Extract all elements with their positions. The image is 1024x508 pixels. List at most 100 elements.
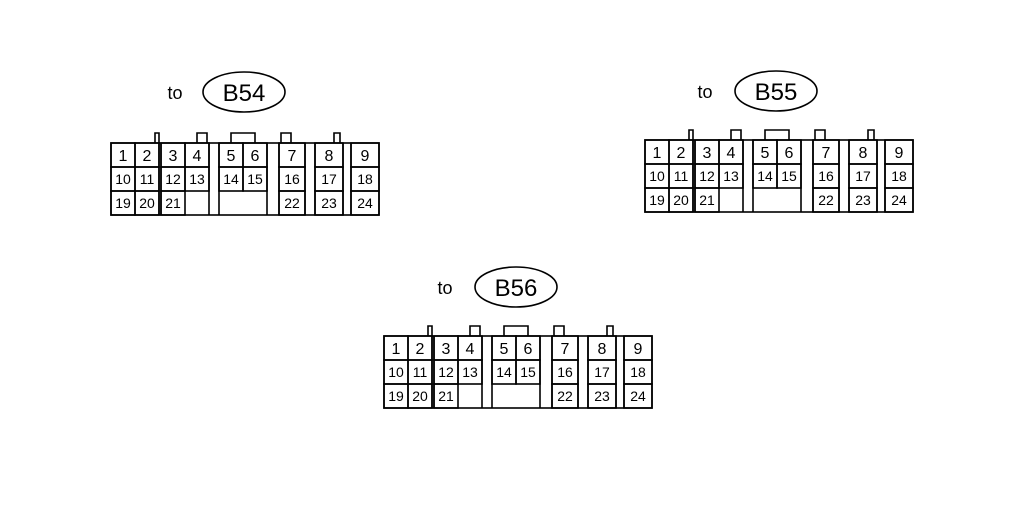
pin-cell-21 [433, 383, 459, 409]
pin-number: 20 [673, 192, 689, 208]
pin-cell-20 [134, 190, 160, 216]
pin-number: 22 [818, 192, 834, 208]
pin-number: 12 [165, 171, 181, 187]
pin-cell-24 [623, 383, 653, 409]
pin-number: 13 [462, 364, 478, 380]
pin-number: 3 [169, 148, 178, 165]
pin-number: 9 [634, 341, 643, 358]
pin-number: 19 [388, 388, 404, 404]
locking-tab [730, 129, 742, 140]
locking-tab [867, 129, 875, 140]
pin-cell-22 [278, 190, 306, 216]
pin-number: 23 [321, 195, 337, 211]
pin-number: 22 [557, 388, 573, 404]
pin-number: 14 [496, 364, 512, 380]
pin-number: 9 [361, 148, 370, 165]
pin-number: 8 [859, 145, 868, 162]
connector-prefix-label: to [697, 82, 712, 102]
pin-cell-23 [587, 383, 617, 409]
locking-tab [230, 132, 256, 143]
pin-cell-21 [694, 187, 720, 213]
pin-number: 15 [247, 171, 263, 187]
pin-number: 10 [115, 171, 131, 187]
connector-name-label: B54 [223, 80, 266, 107]
locking-tab [688, 129, 694, 140]
pin-number: 16 [284, 171, 300, 187]
pin-number: 6 [785, 145, 794, 162]
connector-name-label: B56 [495, 275, 538, 302]
connector-prefix-label: to [437, 278, 452, 298]
pin-number: 12 [699, 168, 715, 184]
pin-number: 16 [557, 364, 573, 380]
pin-number: 12 [438, 364, 454, 380]
pin-number: 21 [438, 388, 454, 404]
pin-number: 22 [284, 195, 300, 211]
pin-number: 5 [761, 145, 770, 162]
locking-tab [606, 325, 614, 336]
pin-number: 18 [357, 171, 373, 187]
pin-number: 1 [392, 341, 401, 358]
pin-number: 2 [143, 148, 152, 165]
locking-tab [814, 129, 826, 140]
connector-name-oval [734, 70, 818, 112]
pin-cell-23 [848, 187, 878, 213]
locking-tab [553, 325, 565, 336]
locking-tab [196, 132, 208, 143]
locking-tab [427, 325, 433, 336]
pin-number: 20 [139, 195, 155, 211]
pin-cell-20 [668, 187, 694, 213]
pin-number: 6 [251, 148, 260, 165]
pin-number: 4 [466, 341, 475, 358]
pin-cell-13 [718, 163, 744, 189]
pin-number: 5 [500, 341, 509, 358]
pin-number: 24 [630, 388, 646, 404]
pin-number: 24 [891, 192, 907, 208]
pin-number: 10 [388, 364, 404, 380]
pin-number: 18 [630, 364, 646, 380]
pin-number: 7 [822, 145, 831, 162]
pin-number: 16 [818, 168, 834, 184]
locking-tab [154, 132, 160, 143]
pin-cell-15 [776, 163, 802, 189]
locking-tab [469, 325, 481, 336]
pin-cell-15 [515, 359, 541, 385]
pin-number: 14 [757, 168, 773, 184]
pin-number: 11 [140, 171, 155, 187]
pin-cell-23 [314, 190, 344, 216]
pin-number: 10 [649, 168, 665, 184]
pin-number: 7 [561, 341, 570, 358]
locking-tab [503, 325, 529, 336]
pin-number: 8 [598, 341, 607, 358]
connector-name-label: B55 [755, 79, 798, 106]
pin-number: 9 [895, 145, 904, 162]
pin-number: 15 [520, 364, 536, 380]
pin-number: 1 [653, 145, 662, 162]
pin-number: 4 [727, 145, 736, 162]
pin-number: 14 [223, 171, 239, 187]
pin-number: 13 [723, 168, 739, 184]
pin-cell-13 [457, 359, 483, 385]
pin-number: 23 [855, 192, 871, 208]
pin-number: 4 [193, 148, 202, 165]
pin-number: 3 [442, 341, 451, 358]
pin-number: 5 [227, 148, 236, 165]
locking-tab [764, 129, 790, 140]
pin-number: 17 [321, 171, 337, 187]
pin-number: 18 [891, 168, 907, 184]
pin-cell-13 [184, 166, 210, 192]
pin-cell-24 [884, 187, 914, 213]
pin-number: 21 [699, 192, 715, 208]
locking-tab [333, 132, 341, 143]
pin-number: 17 [594, 364, 610, 380]
pin-number: 24 [357, 195, 373, 211]
pin-number: 21 [165, 195, 181, 211]
pin-number: 11 [674, 168, 689, 184]
connector-name-oval [474, 266, 558, 308]
pin-number: 2 [416, 341, 425, 358]
pin-cell-22 [812, 187, 840, 213]
pin-number: 13 [189, 171, 205, 187]
